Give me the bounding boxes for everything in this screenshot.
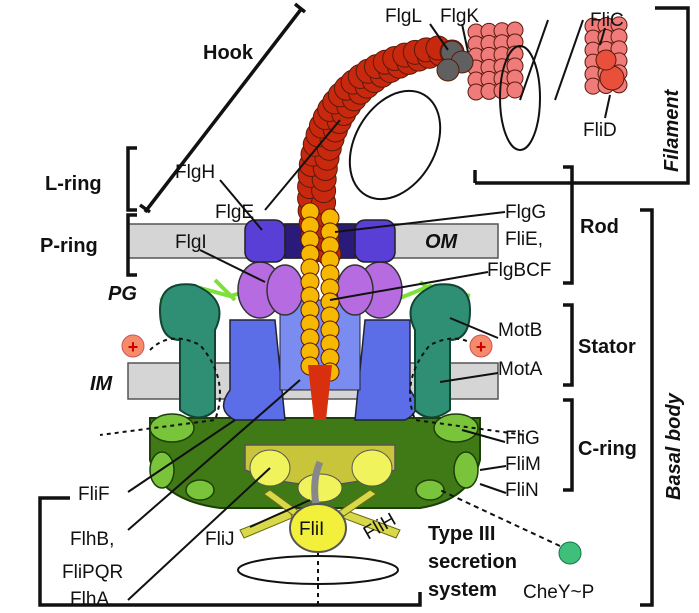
label-t3ss: secretion (428, 551, 517, 573)
filament-rotation-arrow (499, 45, 541, 151)
label-p-ring: P-ring (40, 235, 98, 257)
label-flie: FliE, (505, 229, 543, 250)
proton-path-left (99, 337, 221, 436)
label-flgbcf: FlgBCF (487, 260, 551, 281)
flha-subunit (297, 473, 343, 503)
label-flif: FliF (78, 484, 110, 505)
label-om: OM (425, 231, 459, 253)
label-hook: Hook (203, 42, 254, 64)
flgl-subunit (436, 58, 460, 82)
label-pg: PG (108, 283, 137, 305)
stator-bracket (563, 303, 574, 387)
label-flih: FliH (360, 509, 400, 544)
chey-binding-arrow (439, 489, 561, 547)
label-flii: FliI (299, 519, 324, 540)
hook-rotation-arrow (348, 89, 442, 201)
leader-lines (127, 23, 611, 601)
label-flij: FliJ (205, 529, 235, 550)
ms-ring-fliF (222, 319, 286, 421)
proton-symbol: + (476, 337, 487, 357)
label-filament: Filament (661, 88, 683, 172)
label-flim: FliM (505, 454, 541, 475)
proton-icon-right (469, 334, 493, 358)
label-flipqr: FliPQR (62, 562, 123, 583)
label-flgi: FlgI (175, 232, 207, 253)
label-flgl: FlgL (385, 6, 422, 27)
label-motb: MotB (498, 320, 542, 341)
label-flic: FliC (590, 10, 624, 31)
t3ss-bracket (38, 496, 422, 607)
flij-stalk (311, 460, 324, 506)
label-flin: FliN (505, 480, 539, 501)
rod-bracket (563, 165, 574, 285)
label-stator: Stator (578, 336, 636, 358)
label-flgg: FlgG (505, 202, 546, 223)
c-ring-bracket (563, 398, 574, 492)
flii-atpase (289, 503, 347, 553)
label-l-ring: L-ring (45, 173, 102, 195)
label-rod: Rod (580, 216, 619, 238)
label-flha: FlhA (70, 589, 109, 610)
p-ring (237, 261, 403, 319)
label-flhb: FlhB, (70, 529, 114, 550)
filament (467, 16, 628, 101)
hook-bracket (138, 2, 307, 214)
label-flgk: FlgK (440, 6, 479, 27)
rod-tip (308, 365, 332, 420)
flha-subunit (351, 449, 393, 487)
label-mota: MotA (498, 359, 543, 380)
label-t3ss: system (428, 579, 497, 601)
label-flig: FliG (505, 428, 540, 449)
flid-cap (595, 49, 617, 71)
rod (300, 202, 340, 382)
label-t3ss: Type III (428, 523, 495, 545)
ms-ring-fliF (354, 319, 418, 421)
proton-icon-left (121, 334, 145, 358)
label-im: IM (90, 373, 114, 395)
filament-bracket (473, 6, 690, 185)
label-flgh: FlgH (175, 162, 215, 183)
l-ring-bracket (126, 146, 137, 212)
label-flid: FliD (583, 120, 617, 141)
proton-path-right (409, 337, 526, 436)
label-c-ring: C-ring (578, 438, 637, 460)
p-ring-bracket (126, 213, 137, 277)
label-basal-body: Basal body (663, 392, 685, 500)
chey-p-icon (558, 541, 582, 565)
label-chey-p: CheY~P (523, 582, 594, 603)
basal-body-bracket (640, 208, 654, 607)
proton-symbol: + (128, 337, 139, 357)
label-flge: FlgE (215, 202, 254, 223)
